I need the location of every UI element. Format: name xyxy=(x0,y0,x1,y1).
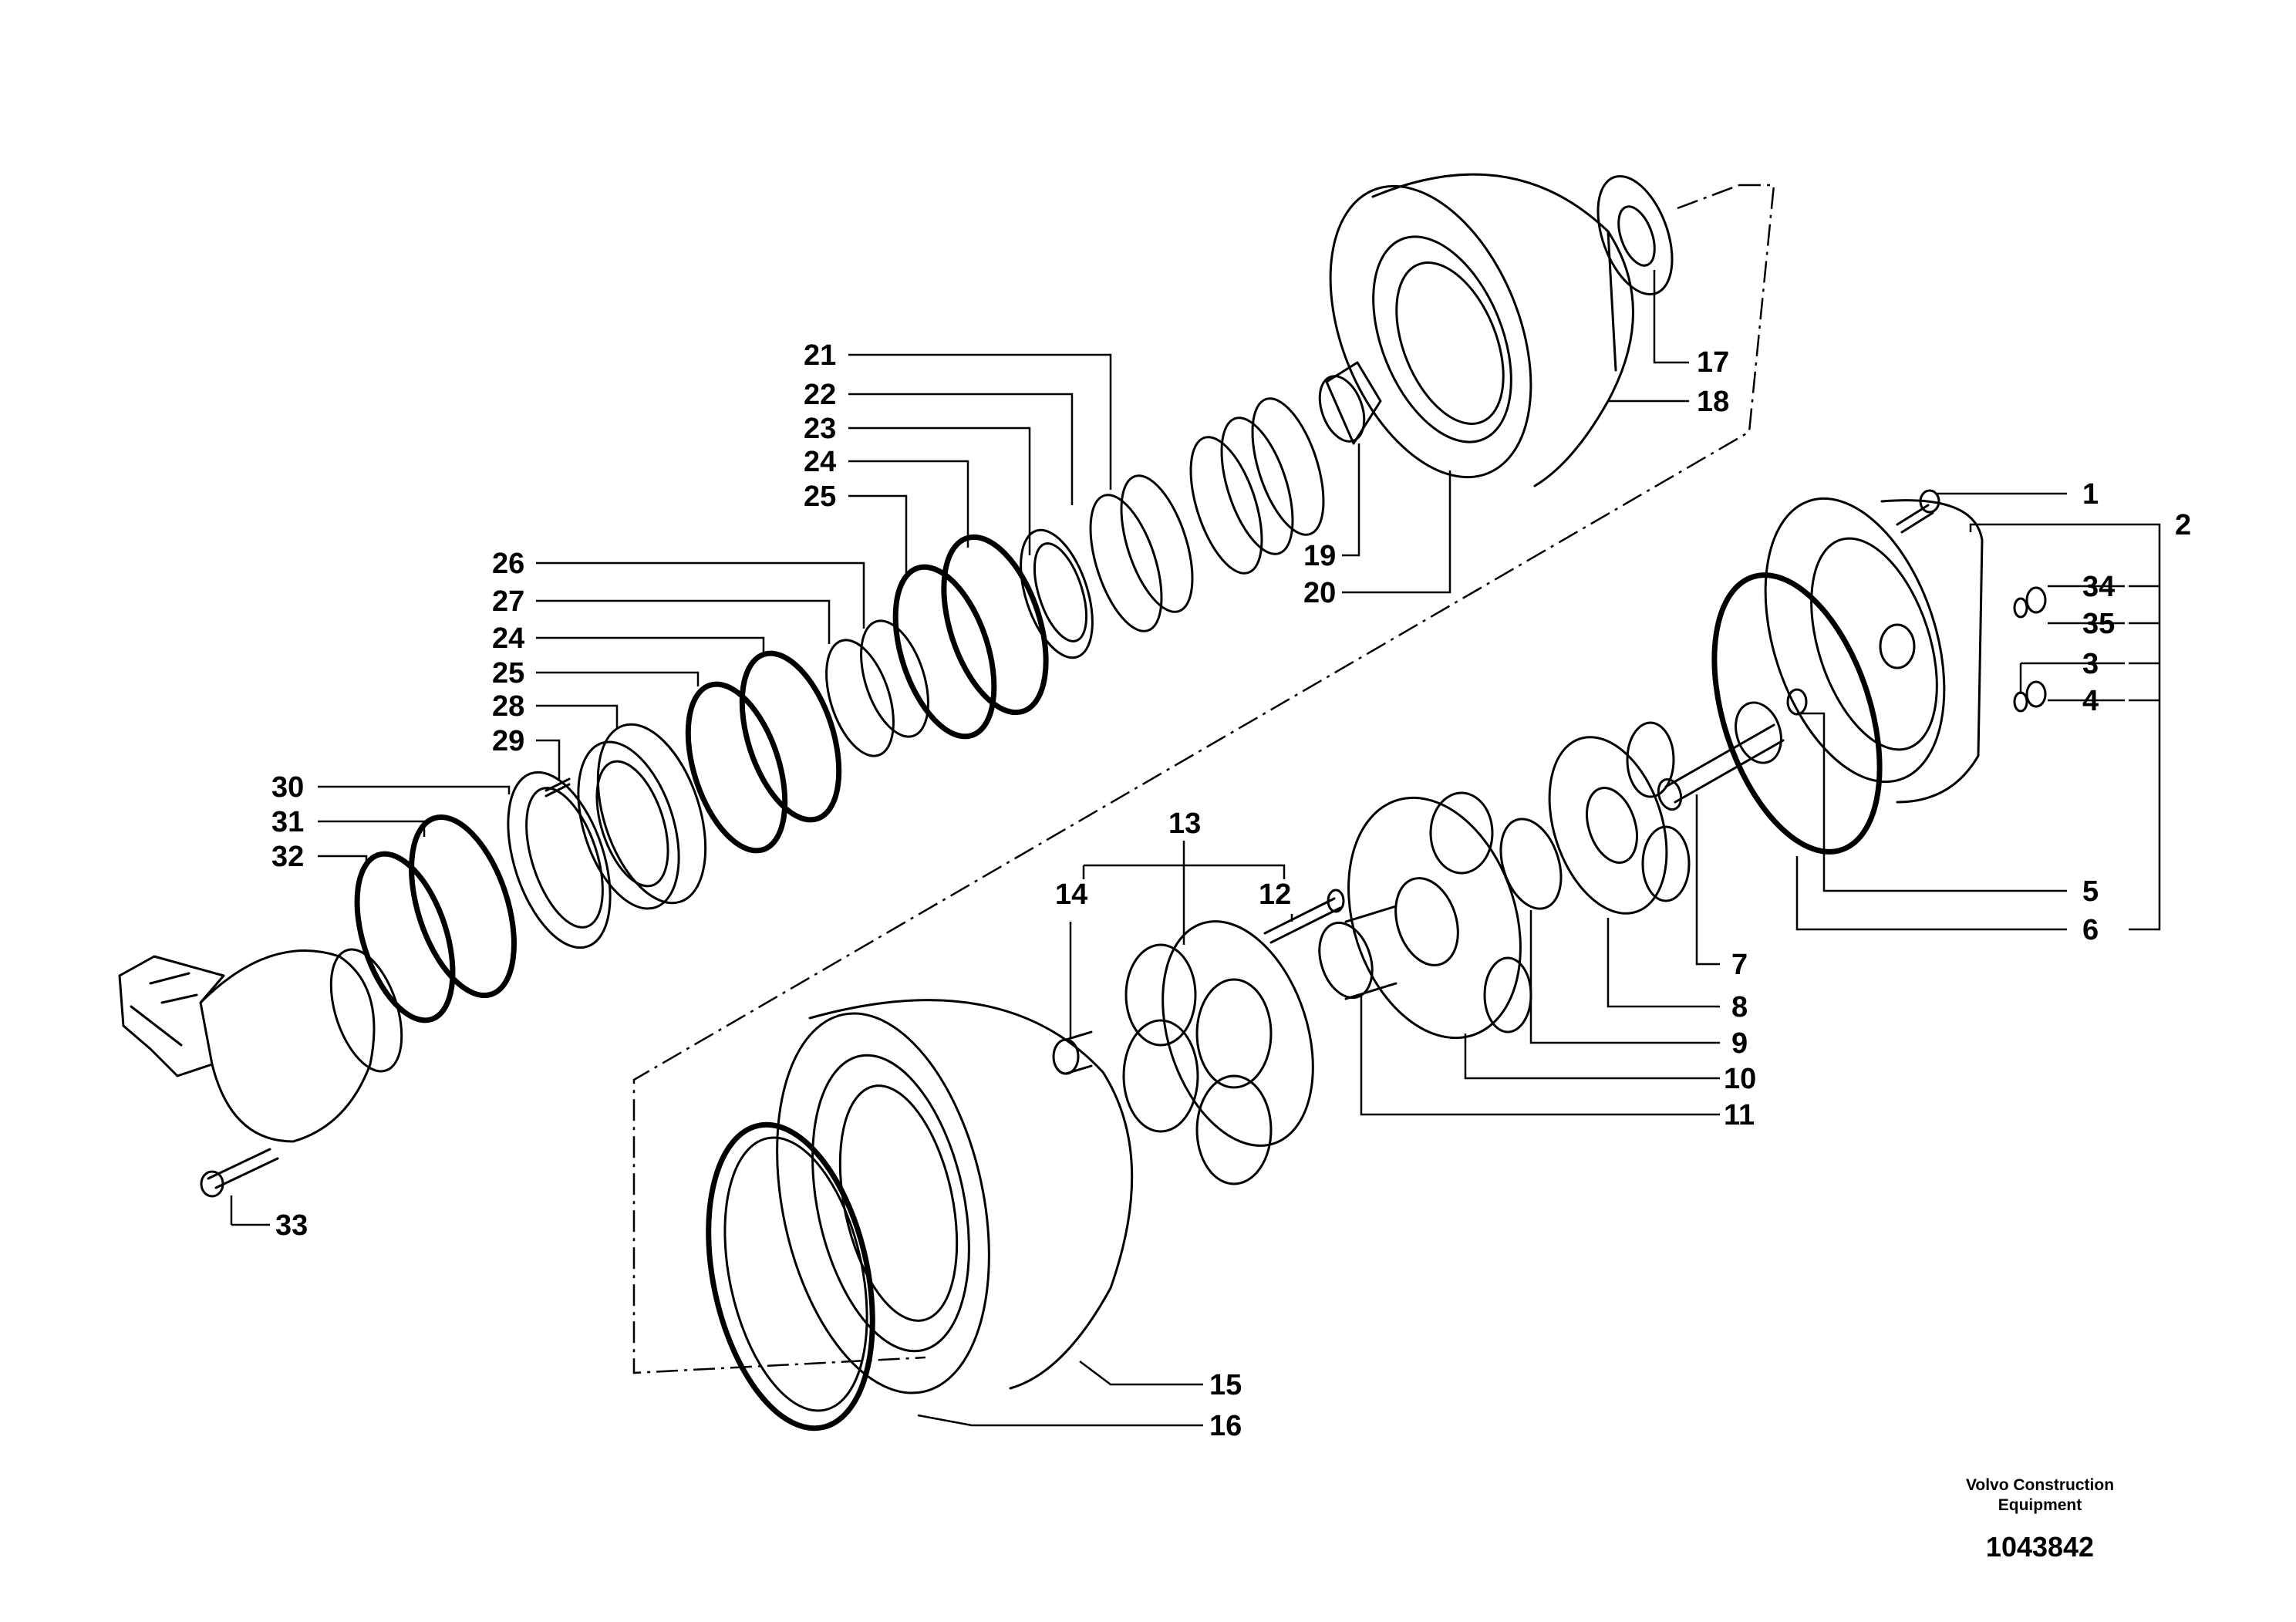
credit-line-1: Volvo Construction xyxy=(1966,1476,2114,1494)
callout-13: 13 xyxy=(1168,808,1201,840)
callout-12: 12 xyxy=(1259,878,1291,911)
callout-16: 16 xyxy=(1209,1410,1242,1442)
callout-22: 22 xyxy=(804,379,836,411)
callout-11: 11 xyxy=(1724,1099,1755,1131)
o-ring-24-lower xyxy=(685,681,788,854)
o-ring-31 xyxy=(409,814,517,999)
callout-35: 35 xyxy=(2082,608,2115,640)
sun-gear-11 xyxy=(1318,905,1397,1000)
seal-ring-23 xyxy=(1020,528,1094,659)
cover-2 xyxy=(1764,497,1984,804)
seal-plate-17 xyxy=(1596,174,1674,296)
callout-4: 4 xyxy=(2082,685,2099,717)
callout-34: 34 xyxy=(2082,571,2115,603)
pin-14 xyxy=(1052,1030,1093,1075)
document-number: 1043842 xyxy=(1986,1531,2094,1563)
callout-19: 19 xyxy=(1303,540,1336,572)
backup-ring-26 xyxy=(860,619,929,738)
callout-26: 26 xyxy=(492,548,524,580)
planetary-assembly-13 xyxy=(1122,920,1314,1185)
callout-2: 2 xyxy=(2175,509,2191,541)
carrier-10 xyxy=(1347,791,1532,1040)
callout-labels: 1 2 3 4 5 6 7 8 9 10 11 12 13 14 15 16 1… xyxy=(271,339,2191,1442)
callout-25-lower: 24 xyxy=(492,622,524,655)
callout-9: 9 xyxy=(1731,1027,1748,1060)
backup-ring-27 xyxy=(825,639,895,757)
callout-23: 23 xyxy=(804,413,836,445)
leader-lines xyxy=(230,270,2161,1427)
callout-24-lower: 25 xyxy=(492,657,524,690)
callout-30: 30 xyxy=(271,771,304,804)
bearing-28 xyxy=(577,723,707,910)
callout-8: 8 xyxy=(1731,991,1748,1023)
pinion-19 xyxy=(1318,361,1382,445)
floating-seal-30 xyxy=(507,771,612,949)
callout-28: 28 xyxy=(492,690,524,723)
callout-15: 15 xyxy=(1209,1369,1242,1401)
o-ring-24-upper xyxy=(941,534,1049,716)
o-ring-25-lower xyxy=(739,650,842,823)
callout-33: 33 xyxy=(275,1209,308,1242)
footer-credit: Volvo Construction Equipment 1043842 xyxy=(1966,1476,2114,1563)
plug-34 xyxy=(2013,586,2047,619)
callout-18: 18 xyxy=(1697,386,1729,418)
o-ring-25-upper xyxy=(892,564,997,740)
callout-10: 10 xyxy=(1724,1063,1756,1095)
hub-housing-18 xyxy=(1329,173,1634,487)
callout-17: 17 xyxy=(1697,346,1729,379)
callout-14: 14 xyxy=(1055,878,1087,911)
sun-shaft-7 xyxy=(1657,701,1785,811)
callout-6: 6 xyxy=(2082,914,2099,946)
floating-seal-16 xyxy=(706,1121,875,1431)
brake-disc-stack xyxy=(1089,397,1325,632)
callout-1: 1 xyxy=(2082,478,2099,511)
assembly-boundary-lines xyxy=(632,184,1775,1374)
callout-27: 27 xyxy=(492,585,524,618)
credit-line-2: Equipment xyxy=(1998,1496,2082,1514)
carrier-8 xyxy=(1548,721,1691,915)
callout-20: 20 xyxy=(1303,577,1336,609)
o-ring-32 xyxy=(354,851,456,1023)
callout-5: 5 xyxy=(2082,875,2099,908)
ring-gear-housing-15 xyxy=(776,999,1134,1394)
callout-29: 29 xyxy=(492,725,524,757)
callout-21: 21 xyxy=(804,339,836,372)
callout-31: 31 xyxy=(271,806,304,838)
bolt-12 xyxy=(1263,889,1345,944)
travel-motor xyxy=(118,948,403,1143)
callout-32: 32 xyxy=(271,841,304,873)
plug-4 xyxy=(2013,680,2047,713)
bolt-33 xyxy=(200,1148,279,1198)
callout-3: 3 xyxy=(2082,648,2099,680)
bolt-1 xyxy=(1896,489,1940,534)
callout-24-upper: 24 xyxy=(804,446,836,478)
o-ring-6 xyxy=(1711,572,1883,855)
callout-7: 7 xyxy=(1731,949,1748,981)
planet-gear-9 xyxy=(1499,818,1563,910)
callout-25-upper: 25 xyxy=(804,481,836,513)
